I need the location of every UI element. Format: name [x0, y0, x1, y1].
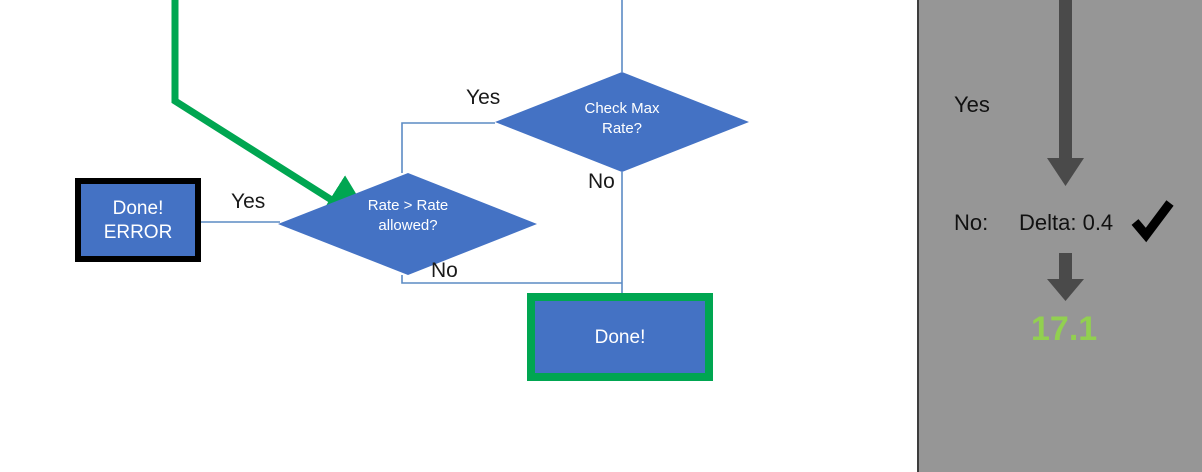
- decision-check-max-rate[interactable]: [495, 72, 749, 172]
- node-done-error-label: Done! ERROR: [81, 197, 195, 246]
- highlight-green-arrow: [171, 0, 378, 229]
- status-panel: Yes No: Delta: 0.4 17.1: [917, 0, 1202, 472]
- node-done[interactable]: Done!: [527, 293, 713, 381]
- node-done-label: Done!: [594, 327, 646, 348]
- flowchart-canvas: Rate > Rate allowed? Check Max Rate? Don…: [75, 0, 749, 381]
- down-arrow-long-icon: [1047, 0, 1084, 186]
- decision-check-max-label: Check Max Rate?: [560, 99, 684, 139]
- node-done-error[interactable]: Done! ERROR: [75, 178, 201, 262]
- decision-check-max-line1: Check Max: [584, 100, 660, 117]
- decision-rate-line1: Rate > Rate: [367, 197, 449, 214]
- flowchart-vector-layer: [171, 0, 749, 293]
- node-done-error-line1: Done!: [112, 198, 164, 219]
- edge-label-yes-to-error: Yes: [231, 190, 266, 213]
- panel-no-label: No:: [954, 210, 989, 235]
- panel-vector-layer: [1047, 0, 1174, 301]
- down-arrow-short-icon: [1047, 253, 1084, 301]
- panel-yes-label: Yes: [954, 92, 990, 117]
- node-done-error-line2: ERROR: [103, 222, 173, 244]
- connector-rate-yes-to-check-max: [401, 122, 495, 173]
- decision-check-max-line2: Rate?: [601, 119, 643, 137]
- edge-label-no-from-rate: No: [431, 259, 458, 282]
- decision-rate-line2: allowed?: [378, 216, 438, 234]
- check-mark-icon: [1131, 200, 1174, 243]
- edge-label-yes-to-check-max: Yes: [466, 86, 501, 109]
- panel-delta-value: Delta: 0.4: [1019, 210, 1114, 235]
- decision-rate-gt-rate-allowed[interactable]: [278, 173, 537, 275]
- panel-result-value: 17.1: [1031, 310, 1098, 348]
- edge-label-no-from-check-max: No: [588, 170, 615, 193]
- connector-rate-no-to-done: [401, 275, 622, 284]
- decision-rate-label: Rate > Rate allowed?: [343, 196, 473, 236]
